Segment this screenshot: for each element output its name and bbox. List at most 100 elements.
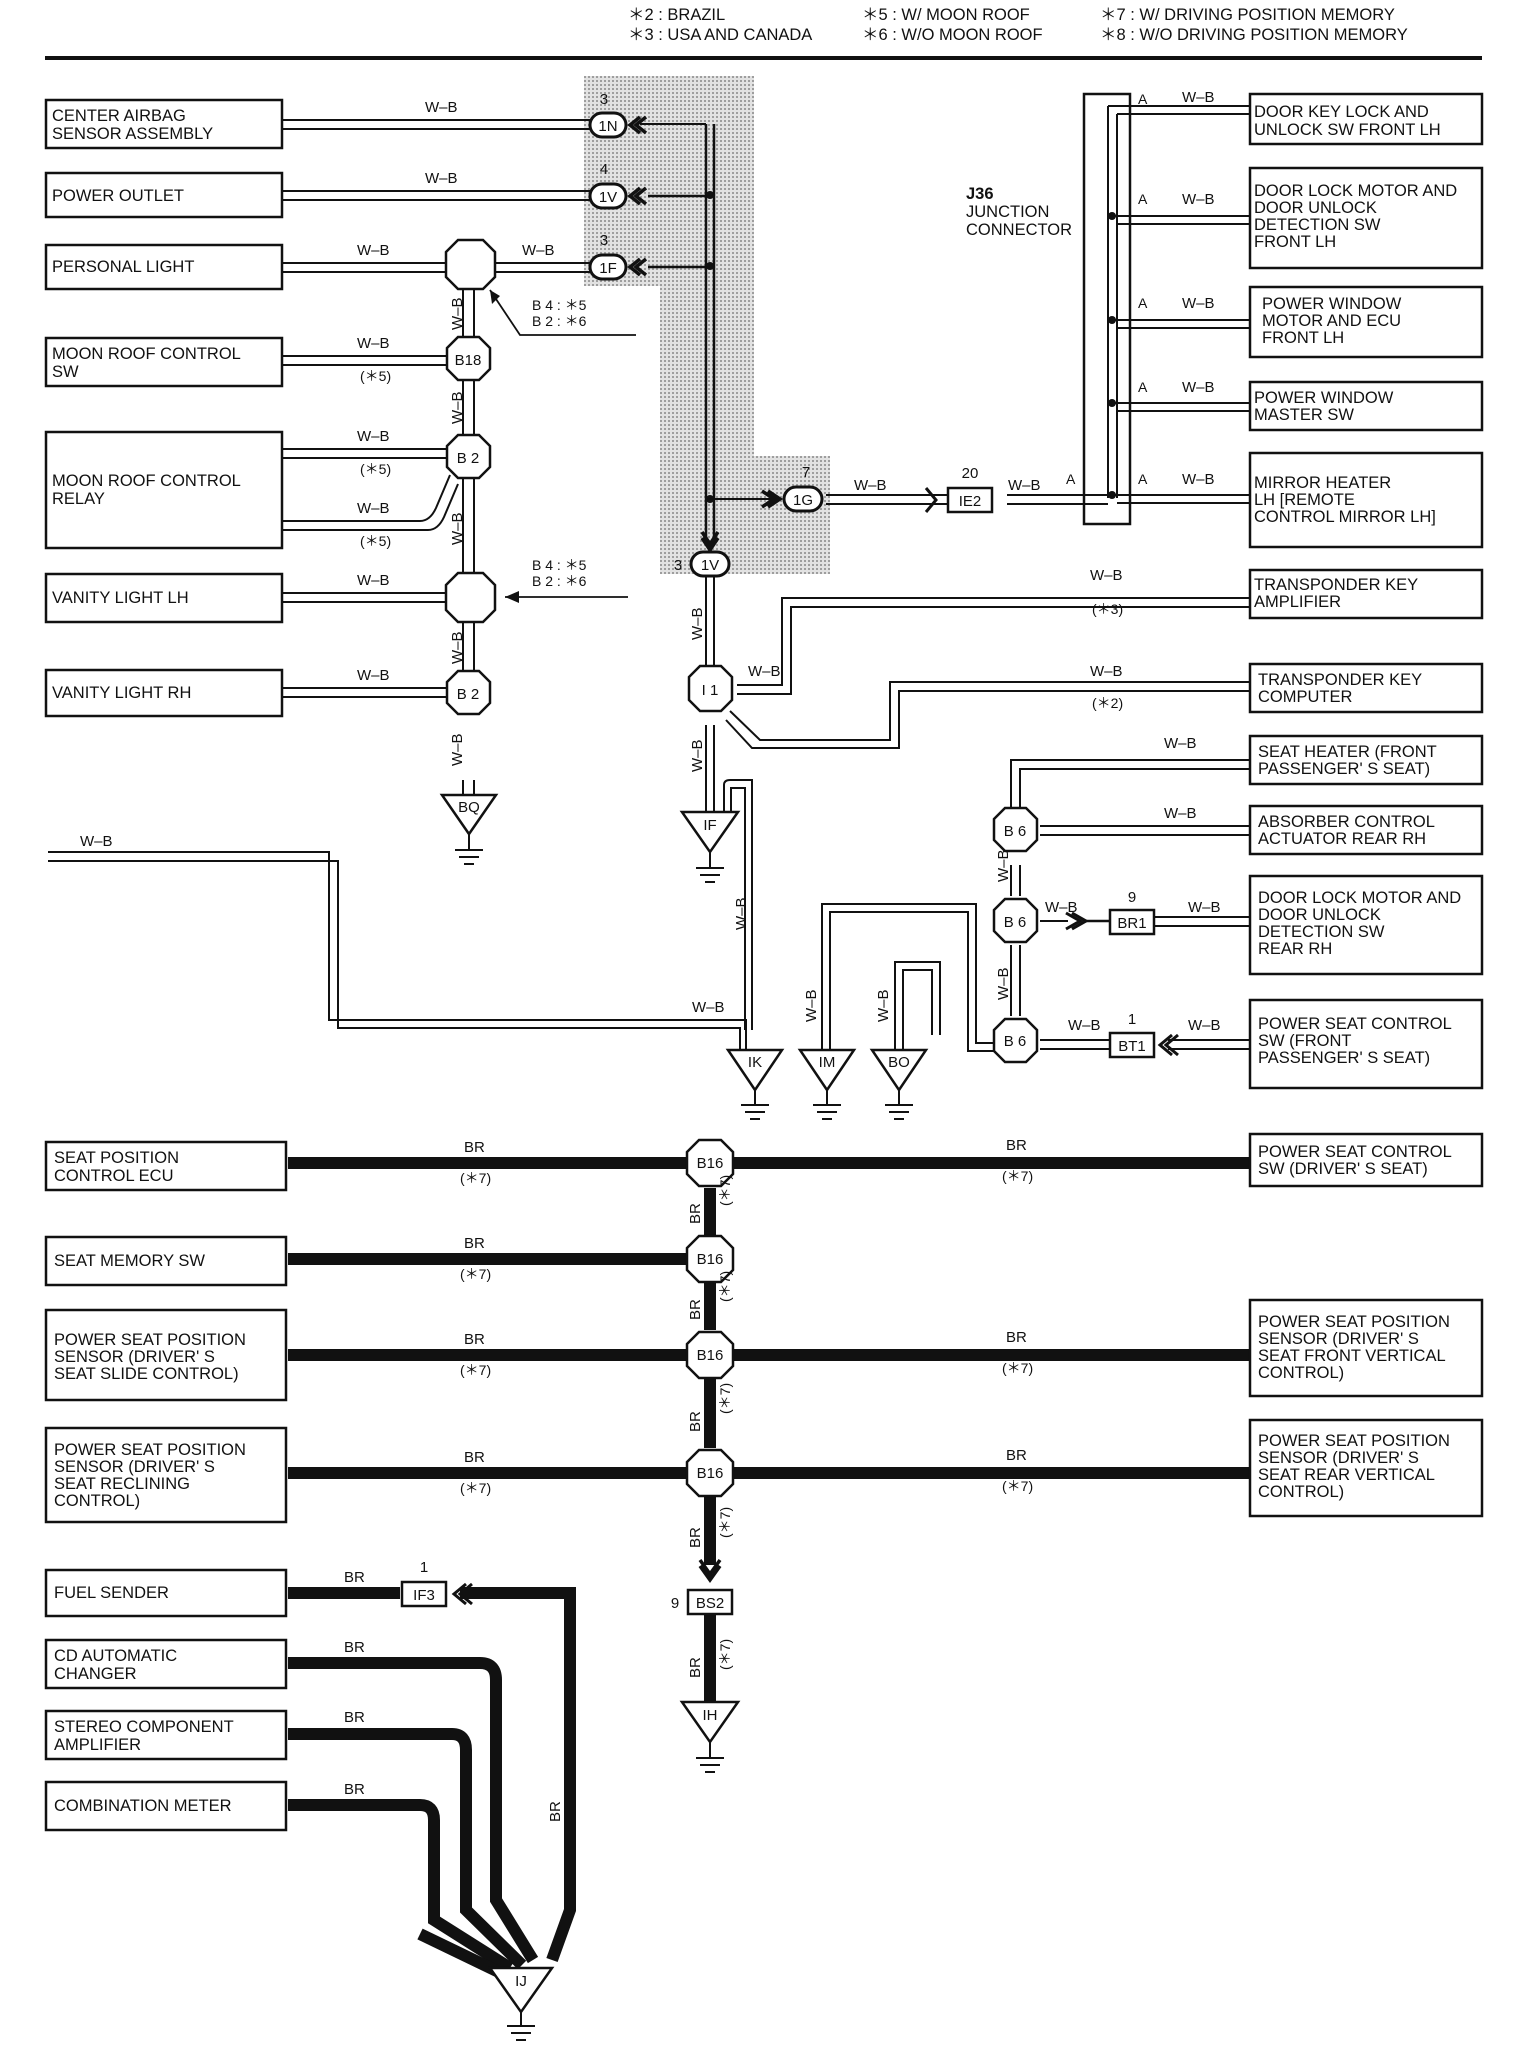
legend-note-8: ＊8 : W/O DRIVING POSITION MEMORY <box>1100 26 1408 44</box>
connector-1f: 1F 3 <box>588 232 648 281</box>
svg-text:(＊7): (＊7) <box>717 1175 733 1206</box>
svg-text:CONTROL MIRROR LH]: CONTROL MIRROR LH] <box>1254 508 1436 526</box>
svg-text:VANITY LIGHT LH: VANITY LIGHT LH <box>52 589 189 607</box>
power-window-motor-ecu-front-lh: POWER WINDOW MOTOR AND ECU FRONT LH <box>1248 285 1484 359</box>
svg-text:B 6: B 6 <box>1004 1033 1027 1050</box>
svg-text:7: 7 <box>802 464 810 481</box>
svg-text:BR1: BR1 <box>1117 915 1146 932</box>
svg-text:B 2: B 2 <box>457 450 480 467</box>
svg-text:AMPLIFIER: AMPLIFIER <box>54 1736 141 1754</box>
transponder-key-computer: TRANSPONDER KEY COMPUTER <box>1248 662 1484 714</box>
power-seat-control-sw-driver: POWER SEAT CONTROL SW (DRIVER' S SEAT) <box>1248 1132 1484 1188</box>
legend-note-7: ＊7 : W/ DRIVING POSITION MEMORY <box>1100 6 1395 24</box>
right-components: DOOR KEY LOCK AND UNLOCK SW FRONT LH DOO… <box>1248 92 1484 1518</box>
svg-text:W–B: W–B <box>1188 1017 1221 1034</box>
svg-text:BR: BR <box>687 1657 704 1678</box>
moon-roof-control-sw: MOON ROOF CONTROL SW <box>44 336 284 388</box>
svg-text:BQ: BQ <box>458 799 480 816</box>
splice-points: B18 B 2 B 2 I 1 B 6 B 6 B 6 <box>444 238 1039 1498</box>
svg-text:POWER SEAT POSITION: POWER SEAT POSITION <box>1258 1432 1450 1450</box>
combination-meter: COMBINATION METER <box>44 1780 288 1832</box>
svg-text:SEAT HEATER (FRONT: SEAT HEATER (FRONT <box>1258 743 1437 761</box>
splice-b18: B18 <box>445 335 492 382</box>
connector-bt1: BT1 1 <box>1108 1011 1179 1059</box>
connector-if3: IF3 1 <box>400 1559 473 1608</box>
svg-text:SENSOR (DRIVER' S: SENSOR (DRIVER' S <box>54 1348 215 1366</box>
svg-text:W–B: W–B <box>80 833 113 850</box>
svg-text:W–B: W–B <box>1182 89 1215 106</box>
svg-text:CONNECTOR: CONNECTOR <box>966 221 1072 239</box>
svg-text:ABSORBER CONTROL: ABSORBER CONTROL <box>1258 813 1435 831</box>
svg-text:SW (FRONT: SW (FRONT <box>1258 1032 1351 1050</box>
svg-text:W–B: W–B <box>425 170 458 187</box>
splice-b6-mid: B 6 <box>992 897 1039 944</box>
svg-text:BR: BR <box>464 1235 485 1252</box>
svg-text:DETECTION SW: DETECTION SW <box>1254 216 1381 234</box>
power-seat-position-sensor-reclining: POWER SEAT POSITION SENSOR (DRIVER' S SE… <box>44 1426 288 1524</box>
door-lock-motor-rear-rh: DOOR LOCK MOTOR AND DOOR UNLOCK DETECTIO… <box>1248 874 1484 976</box>
svg-text:(＊5): (＊5) <box>360 368 391 384</box>
svg-text:BR: BR <box>344 1781 365 1798</box>
splice-vanity-lh <box>444 571 497 624</box>
connector-1v-bottom: 1V 3 <box>674 531 731 578</box>
svg-text:(＊7): (＊7) <box>1002 1168 1033 1184</box>
svg-text:W–B: W–B <box>692 999 725 1016</box>
svg-text:B 4 : ＊5: B 4 : ＊5 <box>532 297 587 313</box>
left-components: CENTER AIRBAG SENSOR ASSEMBLY POWER OUTL… <box>44 98 288 1832</box>
svg-text:POWER SEAT CONTROL: POWER SEAT CONTROL <box>1258 1015 1452 1033</box>
svg-text:W–B: W–B <box>995 849 1012 882</box>
door-key-lock-unlock-sw-front-lh: DOOR KEY LOCK AND UNLOCK SW FRONT LH <box>1248 92 1484 146</box>
svg-text:I 1: I 1 <box>702 682 719 699</box>
ground-ik: IK <box>725 1048 785 1120</box>
svg-text:A: A <box>1138 379 1148 395</box>
svg-text:(＊5): (＊5) <box>360 461 391 477</box>
svg-text:9: 9 <box>671 1595 679 1612</box>
svg-text:BR: BR <box>687 1203 704 1224</box>
svg-text:B16: B16 <box>697 1251 724 1268</box>
svg-text:DETECTION SW: DETECTION SW <box>1258 923 1385 941</box>
svg-text:UNLOCK SW FRONT LH: UNLOCK SW FRONT LH <box>1254 121 1441 139</box>
vanity-light-lh: VANITY LIGHT LH <box>44 572 284 624</box>
svg-text:B 2: B 2 <box>457 686 480 703</box>
svg-text:A: A <box>1138 295 1148 311</box>
svg-text:FUEL SENDER: FUEL SENDER <box>54 1584 169 1602</box>
svg-text:W–B: W–B <box>1188 899 1221 916</box>
svg-text:W–B: W–B <box>854 477 887 494</box>
power-seat-position-sensor-slide: POWER SEAT POSITION SENSOR (DRIVER' S SE… <box>44 1308 288 1402</box>
svg-text:W–B: W–B <box>803 989 820 1022</box>
svg-text:W–B: W–B <box>357 335 390 352</box>
legend-note-5: ＊5 : W/ MOON ROOF <box>862 6 1030 24</box>
svg-text:1G: 1G <box>793 492 813 509</box>
splice-b16-1: B16 <box>685 1138 735 1188</box>
legend: ＊2 : BRAZIL ＊3 : USA AND CANADA ＊5 : W/ … <box>45 6 1482 60</box>
svg-text:DOOR LOCK MOTOR AND: DOOR LOCK MOTOR AND <box>1254 182 1457 200</box>
svg-text:RELAY: RELAY <box>52 490 105 508</box>
svg-text:BR: BR <box>1006 1137 1027 1154</box>
svg-text:TRANSPONDER KEY: TRANSPONDER KEY <box>1254 576 1418 594</box>
svg-text:CD AUTOMATIC: CD AUTOMATIC <box>54 1647 177 1665</box>
svg-text:B18: B18 <box>455 352 482 369</box>
svg-text:4: 4 <box>600 161 608 178</box>
svg-text:(＊7): (＊7) <box>460 1480 491 1496</box>
ground-im: IM <box>797 1048 857 1120</box>
power-window-master-sw: POWER WINDOW MASTER SW <box>1248 380 1484 432</box>
svg-text:PASSENGER' S SEAT): PASSENGER' S SEAT) <box>1258 760 1430 778</box>
svg-text:BO: BO <box>888 1054 910 1071</box>
svg-text:W–B: W–B <box>357 667 390 684</box>
svg-text:MOON ROOF CONTROL: MOON ROOF CONTROL <box>52 345 241 363</box>
svg-text:POWER OUTLET: POWER OUTLET <box>52 187 184 205</box>
ground-bq: BQ <box>439 793 499 865</box>
svg-text:(＊2): (＊2) <box>1092 695 1123 711</box>
svg-text:1V: 1V <box>599 189 617 206</box>
plug-connectors: 1N 3 1V 4 1F 3 1G 7 1V 3 <box>588 91 824 578</box>
svg-text:(＊7): (＊7) <box>717 1383 733 1414</box>
svg-text:MIRROR HEATER: MIRROR HEATER <box>1254 474 1391 492</box>
power-seat-position-sensor-front-vertical: POWER SEAT POSITION SENSOR (DRIVER' S SE… <box>1248 1298 1484 1398</box>
svg-text:BR: BR <box>344 1639 365 1656</box>
svg-text:BR: BR <box>687 1527 704 1548</box>
svg-text:W–B: W–B <box>733 897 750 930</box>
svg-text:(＊7): (＊7) <box>460 1170 491 1186</box>
svg-text:W–B: W–B <box>689 607 706 640</box>
svg-text:W–B: W–B <box>1045 899 1078 916</box>
seat-memory-sw: SEAT MEMORY SW <box>44 1235 288 1287</box>
